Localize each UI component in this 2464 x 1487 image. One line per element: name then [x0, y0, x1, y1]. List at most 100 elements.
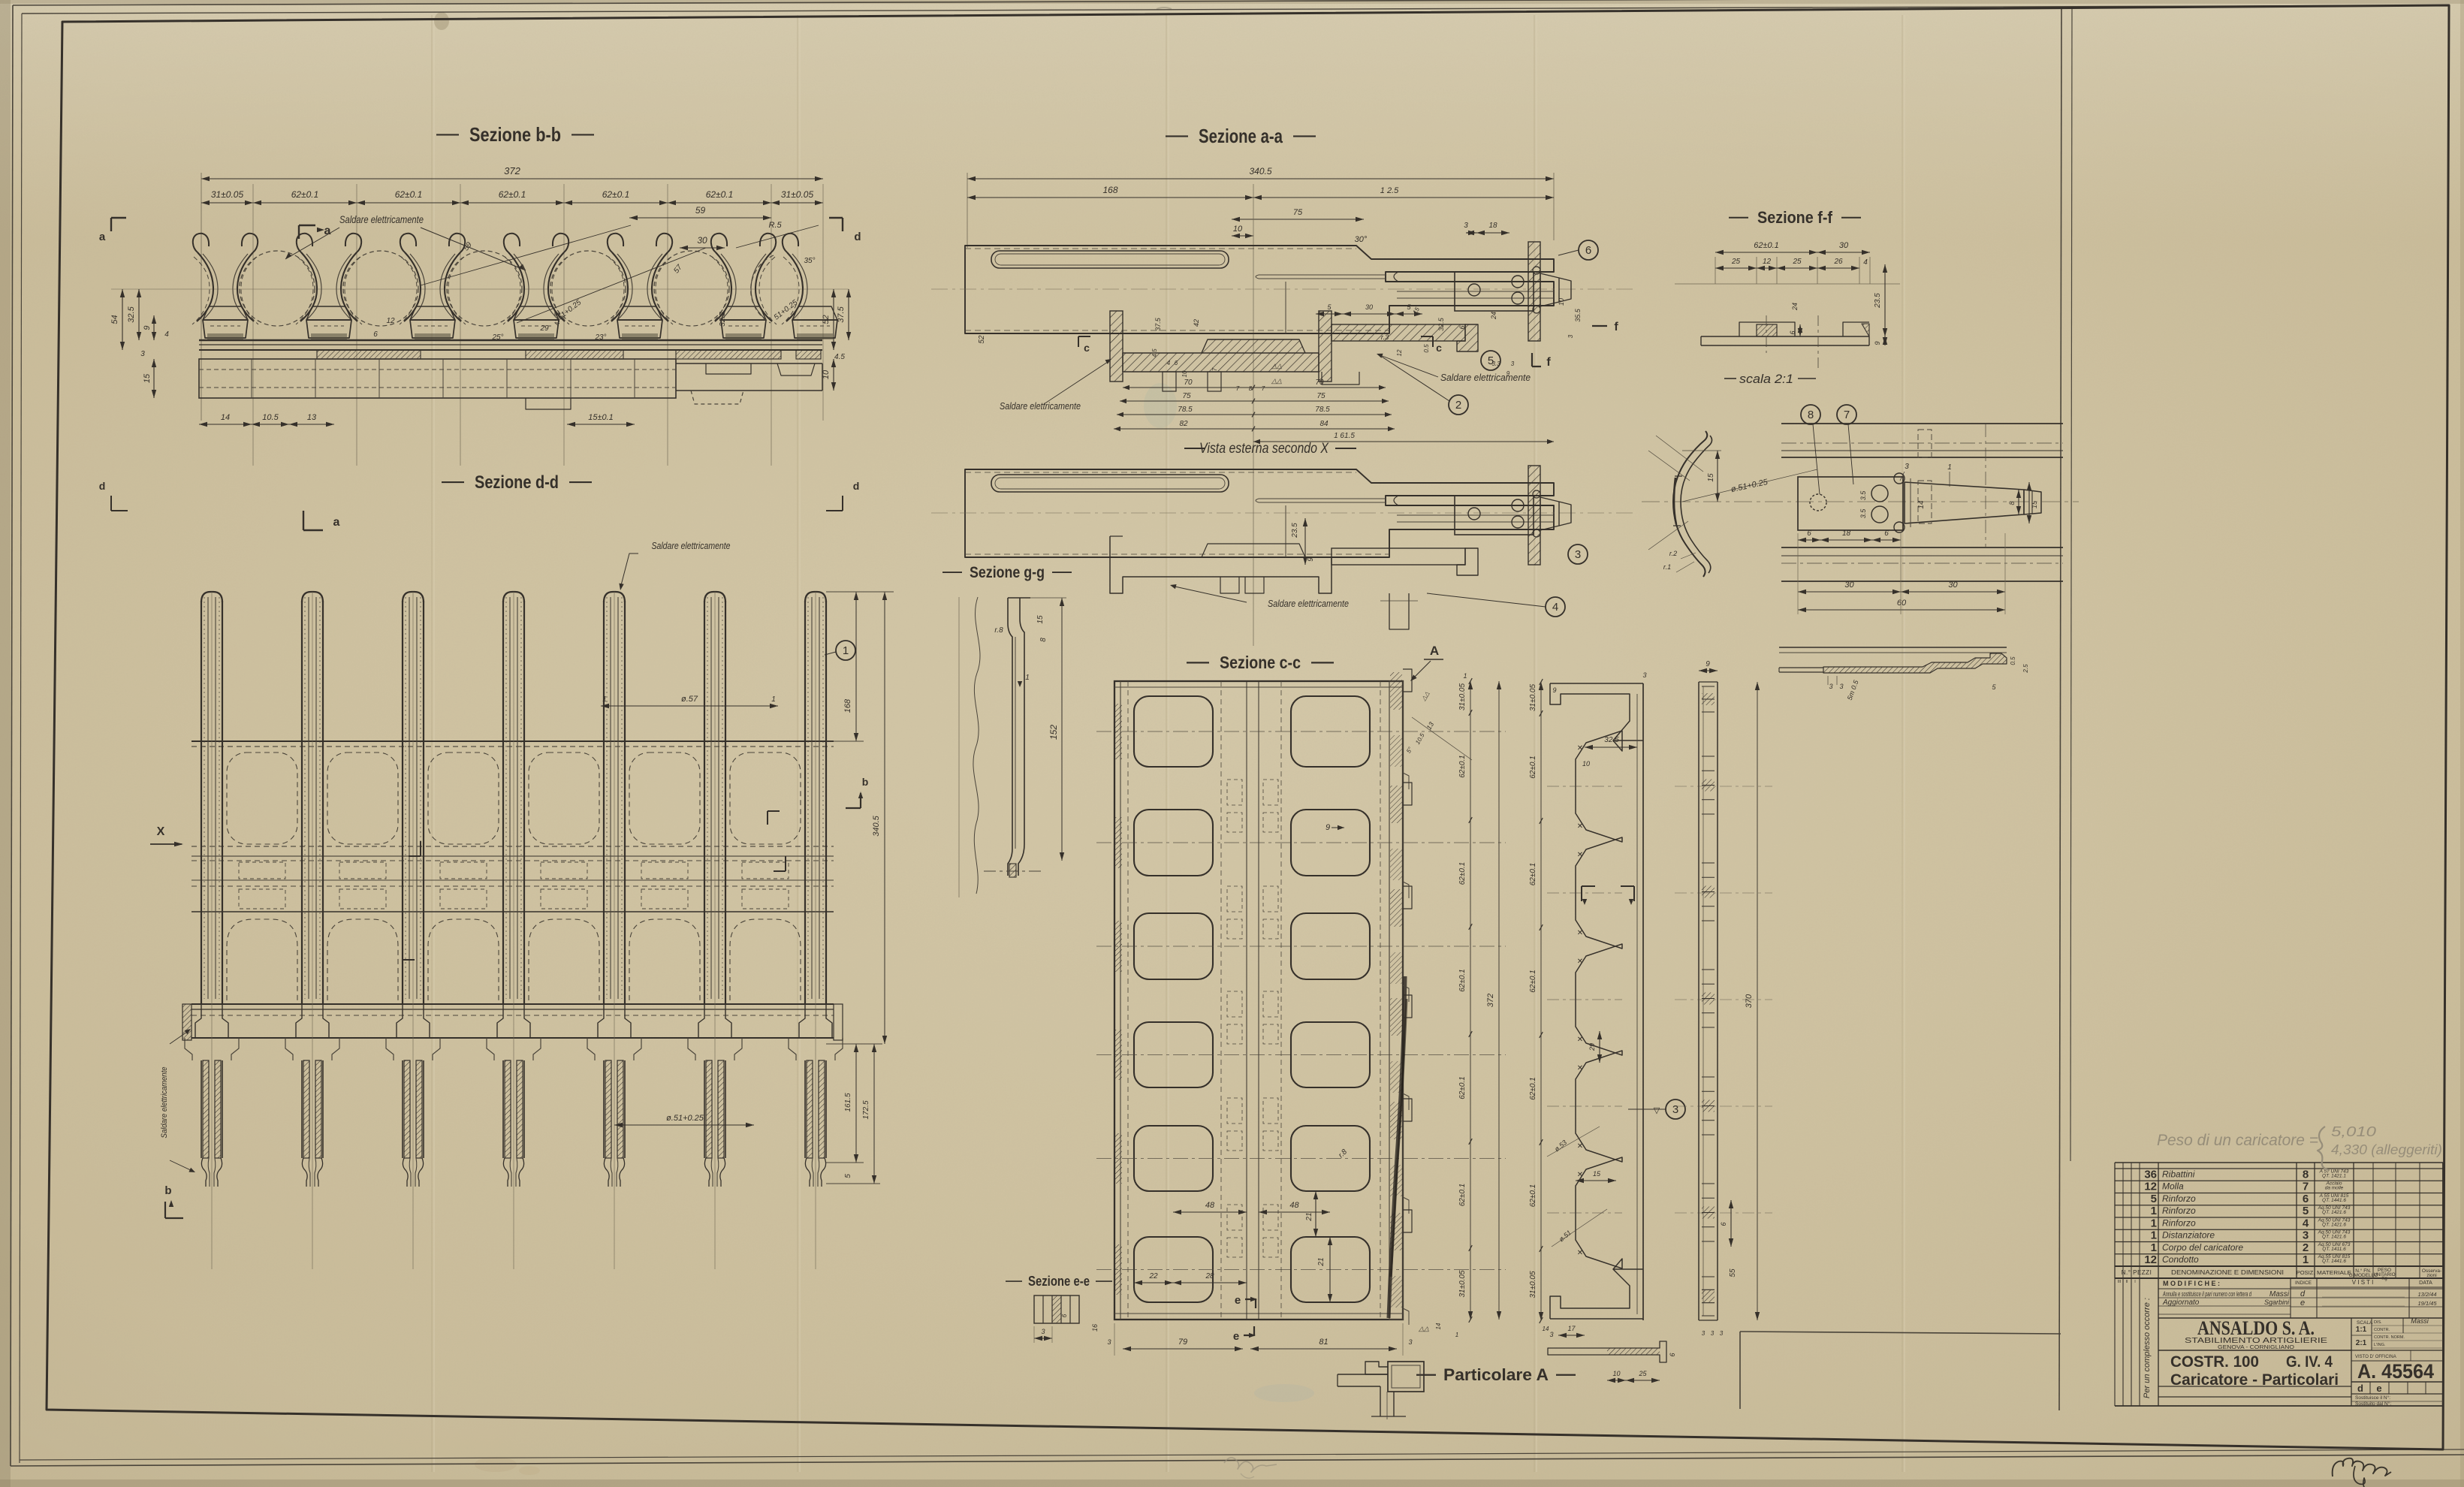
svg-text:△△: △△ [1271, 362, 1282, 369]
svg-text:3: 3 [1511, 360, 1515, 367]
svg-text:10.5: 10.5 [262, 413, 279, 422]
svg-text:19/1/45: 19/1/45 [2417, 1300, 2437, 1307]
svg-text:5: 5 [2151, 1193, 2157, 1205]
svg-text:1: 1 [1463, 672, 1467, 680]
svg-text:1: 1 [1947, 463, 1952, 472]
svg-text:31±0.05: 31±0.05 [1529, 1271, 1537, 1298]
svg-text:4.5: 4.5 [834, 353, 845, 361]
svg-text:372: 372 [1486, 994, 1495, 1007]
svg-text:3.3: 3.3 [1491, 360, 1500, 367]
svg-text:9: 9 [1705, 660, 1710, 668]
svg-text:Sostituito dal N°:: Sostituito dal N°: [2355, 1401, 2391, 1407]
svg-text:✕: ✕ [1577, 1036, 1583, 1044]
svg-text:Sezione e-e: Sezione e-e [1028, 1274, 1090, 1289]
svg-text:9: 9 [143, 325, 152, 330]
svg-text:24: 24 [1791, 303, 1799, 311]
svg-text:21: 21 [1317, 1257, 1325, 1266]
svg-text:70: 70 [1184, 379, 1193, 387]
svg-text:QT. 1421.6: QT. 1421.6 [2322, 1222, 2346, 1227]
svg-text:15: 15 [143, 373, 152, 383]
svg-text:5: 5 [2303, 1205, 2309, 1217]
svg-text:6: 6 [373, 330, 378, 339]
svg-text:0.5: 0.5 [2010, 656, 2016, 665]
svg-text:84: 84 [1319, 420, 1329, 428]
svg-text:3: 3 [2303, 1229, 2309, 1242]
svg-text:3: 3 [1041, 1328, 1045, 1335]
svg-text:1: 1 [771, 695, 776, 704]
svg-text:3: 3 [1567, 334, 1574, 338]
svg-text:N.° FN.: N.° FN. [2355, 1268, 2372, 1274]
svg-text:372: 372 [504, 165, 520, 176]
svg-text:d: d [2300, 1289, 2306, 1298]
svg-text:10: 10 [1612, 1370, 1620, 1377]
svg-text:12: 12 [2144, 1253, 2157, 1266]
svg-text:QT. 1421.1: QT. 1421.1 [2322, 1173, 2346, 1178]
svg-text:Osserva-: Osserva- [2422, 1268, 2441, 1274]
svg-text:f: f [1614, 321, 1618, 333]
svg-text:M O D I F I C H E :: M O D I F I C H E : [2163, 1280, 2220, 1287]
svg-text:a: a [99, 231, 106, 243]
svg-text:62±0.1: 62±0.1 [1529, 1184, 1537, 1208]
svg-text:8: 8 [2303, 1168, 2309, 1181]
svg-text:Ribattini: Ribattini [2162, 1169, 2195, 1179]
svg-text:62±0.1: 62±0.1 [1529, 970, 1537, 993]
svg-text:32.5: 32.5 [127, 306, 136, 322]
svg-text:10: 10 [1558, 298, 1565, 306]
svg-text:8: 8 [1249, 385, 1253, 392]
svg-text:4: 4 [164, 330, 169, 339]
svg-text:37.5: 37.5 [1154, 317, 1162, 331]
svg-text:COSTR. 100: COSTR. 100 [2170, 1353, 2259, 1371]
svg-text:30: 30 [1948, 581, 1958, 590]
svg-text:△△: △△ [1418, 1325, 1429, 1332]
svg-text:e: e [1235, 1294, 1241, 1307]
svg-text:52: 52 [978, 335, 986, 344]
svg-text:ANSALDO S. A.: ANSALDO S. A. [2197, 1317, 2315, 1339]
svg-text:A 55 UNI 815: A 55 UNI 815 [2319, 1193, 2349, 1199]
svg-text:62±0.1: 62±0.1 [706, 189, 734, 200]
svg-text:62±0.1: 62±0.1 [1458, 1184, 1467, 1207]
svg-text:N.° PEZZI: N.° PEZZI [2122, 1269, 2152, 1276]
svg-text:48: 48 [1205, 1201, 1215, 1210]
svg-text:13/2/44: 13/2/44 [2417, 1291, 2436, 1298]
svg-text:3: 3 [1575, 548, 1581, 561]
svg-text:✕: ✕ [1577, 958, 1583, 966]
svg-text:10: 10 [822, 369, 831, 379]
svg-text:QT. 1421.6: QT. 1421.6 [2322, 1235, 2346, 1240]
svg-text:7: 7 [1236, 385, 1240, 392]
svg-text:d: d [853, 480, 860, 492]
svg-text:340.5: 340.5 [1249, 166, 1271, 176]
svg-text:15±0.1: 15±0.1 [588, 413, 614, 422]
svg-text:8: 8 [2008, 501, 2016, 505]
svg-text:35°: 35° [804, 257, 815, 265]
svg-text:DENOMINAZIONE E DIMENSIONI: DENOMINAZIONE E DIMENSIONI [2171, 1269, 2284, 1276]
svg-text:24: 24 [1490, 312, 1497, 320]
svg-text:R.5: R.5 [768, 221, 782, 230]
svg-text:QT. 1441.6: QT. 1441.6 [2322, 1259, 2346, 1264]
svg-text:0.5: 0.5 [1423, 344, 1430, 353]
svg-text:31±0.05: 31±0.05 [211, 189, 244, 200]
svg-text:10: 10 [1233, 225, 1243, 234]
svg-text:✕: ✕ [1577, 851, 1583, 859]
svg-text:25: 25 [1638, 1370, 1647, 1377]
svg-text:30: 30 [697, 235, 707, 246]
svg-text:POSIZ.: POSIZ. [2297, 1269, 2315, 1276]
svg-text:82: 82 [1179, 420, 1188, 428]
svg-text:✕: ✕ [1577, 1142, 1583, 1151]
svg-text:60: 60 [1897, 599, 1907, 608]
svg-text:r.8: r.8 [994, 626, 1003, 635]
svg-text:31±0.05: 31±0.05 [1529, 684, 1537, 712]
svg-text:6: 6 [1789, 330, 1796, 334]
svg-text:e: e [2300, 1298, 2305, 1308]
svg-text:2: 2 [2303, 1241, 2309, 1254]
svg-text:scala 2:1: scala 2:1 [1739, 372, 1793, 386]
svg-text:2: 2 [1455, 399, 1461, 412]
svg-text:2:1: 2:1 [2356, 1339, 2367, 1347]
svg-text:Rinforzo: Rinforzo [2162, 1217, 2196, 1228]
svg-text:23.5: 23.5 [1874, 293, 1882, 309]
svg-text:Sezione c-c: Sezione c-c [1220, 653, 1301, 672]
svg-text:3: 3 [1720, 1330, 1724, 1337]
svg-text:▽: ▽ [1654, 1106, 1660, 1115]
svg-text:29: 29 [539, 324, 549, 333]
svg-text:70: 70 [1315, 379, 1324, 387]
svg-text:13: 13 [307, 413, 317, 422]
